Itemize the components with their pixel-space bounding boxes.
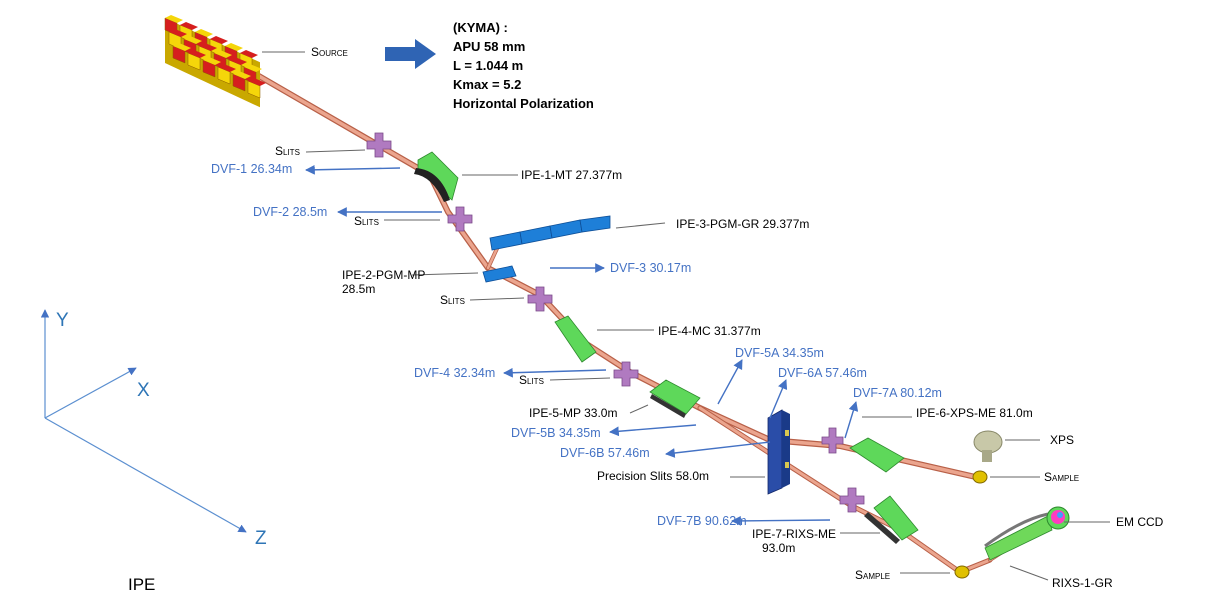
undulator-block [232,73,246,92]
undulator-block-top [244,64,262,72]
undulator-block-top [240,50,258,58]
leader-lines [262,51,1110,581]
dvf7a-label: DVF-7A 80.12m [853,386,942,400]
dvf4-label: DVF-4 32.34m [414,366,496,380]
undulator-block-top [214,50,232,58]
dvf5a-label: DVF-5A 34.35m [735,346,824,360]
undulator-info: (KYMA) : APU 58 mm L = 1.044 m Kmax = 5.… [453,18,594,113]
mirror-icon [849,437,905,473]
slits-label-2: Slits [354,214,379,228]
mirror-icon [649,379,701,418]
ipe4-label: IPE-4-MC 31.377m [658,324,761,338]
axis-x-label: X [137,380,150,401]
coordinate-axes [40,309,247,533]
undulator-block-top [210,36,228,44]
mirror-icon [554,315,597,363]
corner-label: IPE [128,575,156,594]
ipe7-label: IPE-7-RIXS-ME [752,527,837,541]
grating-icon [984,512,1053,561]
undulator-block-top [184,36,202,44]
precision-slits-icon [767,409,790,495]
undulator-block-top [169,29,187,37]
xps-label: XPS [1050,433,1075,447]
undulator-period: APU 58 mm [453,39,526,54]
dvf2-label: DVF-2 28.5m [253,205,328,219]
undulator-block-top [218,64,236,72]
undulator-block-top [225,43,243,51]
slits-label-1: Slits [275,144,300,158]
detector-icon [1046,506,1070,530]
undulator-block-top [165,15,183,23]
slits-label-3: Slits [440,293,465,307]
undulator-block-top [173,43,191,51]
undulator-block-top [233,71,251,79]
sample-icon [954,470,988,579]
undulator-block [247,80,261,99]
dvf5b-label: DVF-5B 34.35m [511,426,601,440]
ipe1-label: IPE-1-MT 27.377m [521,168,623,182]
undulator-block-top [248,78,266,86]
grating-icon [482,215,611,283]
dvf7b-label: DVF-7B 90.62m [657,514,747,528]
undulator-block-top [229,57,247,65]
undulator-block-top [188,50,206,58]
undulator-kmax: Kmax = 5.2 [453,77,522,92]
dvf1-label: DVF-1 26.34m [211,162,293,176]
precision-slits-label: Precision Slits 58.0m [597,469,710,483]
em-ccd-label: EM CCD [1116,515,1164,529]
source-label: Source [311,45,348,59]
xps-analyzer-icon [973,430,1003,462]
ipe6-label: IPE-6-XPS-ME 81.0m [916,406,1033,420]
axis-z-label: Z [255,528,267,549]
undulator-block-top [195,29,213,37]
ipe7-position: 93.0m [762,541,796,555]
dvf-arrows [305,164,859,526]
mirror-icon [414,151,459,202]
undulator-block-top [180,22,198,30]
undulator-block-top [199,43,217,51]
mirror-icon [864,495,919,544]
dvf6b-label: DVF-6B 57.46m [560,446,650,460]
beam-path [242,65,1057,575]
source-undulator-icon [164,15,266,108]
ipe2-position: 28.5m [342,282,376,296]
slits-icon [366,132,865,513]
sample-label-2: Sample [855,568,891,582]
ipe3-label: IPE-3-PGM-GR 29.377m [676,217,810,231]
axis-y-label: Y [56,310,69,331]
undulator-block [217,66,231,85]
ipe5-label: IPE-5-MP 33.0m [529,406,618,420]
undulator-block-top [203,57,221,65]
undulator-length: L = 1.044 m [453,58,524,73]
arrow-right-icon [385,39,436,69]
undulator-model: (KYMA) : [453,20,508,35]
sample-label-1: Sample [1044,470,1080,484]
ipe2-label: IPE-2-PGM-MP [342,268,426,282]
dvf6a-label: DVF-6A 57.46m [778,366,867,380]
rixs-gr-label: RIXS-1-GR [1052,576,1113,590]
dvf3-label: DVF-3 30.17m [610,261,692,275]
slits-label-4: Slits [519,373,544,387]
undulator-polarization: Horizontal Polarization [453,96,594,111]
